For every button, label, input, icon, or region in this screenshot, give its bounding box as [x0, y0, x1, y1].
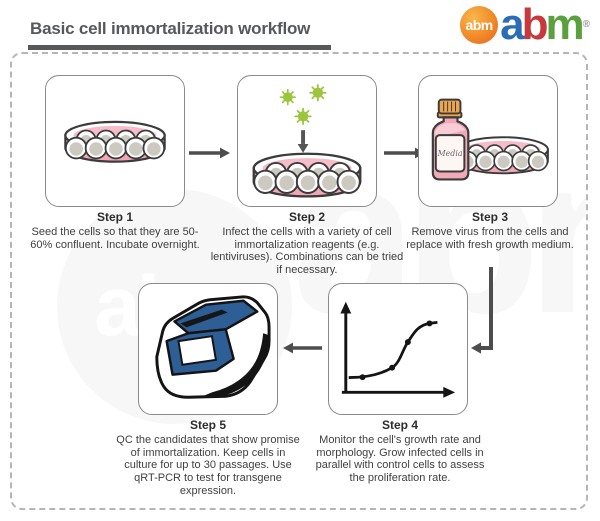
step-3-caption: Step 3 Remove virus from the cells and r… [400, 210, 580, 251]
growth-curve-chart [340, 301, 456, 398]
virus-icon [309, 84, 327, 102]
step-4-caption: Step 4 Monitor the cell's growth rate an… [310, 418, 490, 485]
step-3-title: Step 3 [471, 210, 508, 224]
registered-mark: ® [582, 19, 590, 30]
bottle-label: Media [437, 149, 463, 158]
abm-logo: abm abm® [460, 0, 590, 49]
qpcr-machine-illustration [155, 295, 271, 399]
step-2-panel [237, 75, 377, 207]
petri-dish-illustration [64, 120, 166, 163]
abm-logo-wordmark: abm® [500, 0, 590, 49]
virus-infection-illustration [252, 84, 362, 198]
media-bottle-illustration: Media [431, 98, 549, 181]
step-3-panel: Media [418, 75, 558, 207]
step-4-description: Monitor the cell's growth rate and morph… [315, 433, 485, 485]
step-5-description: QC the candidates that show promise of i… [116, 433, 300, 497]
step-4-panel [328, 283, 468, 415]
media-bottle-icon: Media [431, 98, 470, 181]
page-title: Basic cell immortalization workflow [30, 19, 311, 38]
machine-screen [177, 335, 218, 366]
step-1-panel [45, 75, 185, 207]
step-2-caption: Step 2 Infect the cells with a variety o… [210, 210, 404, 277]
step-5-panel [138, 283, 278, 415]
abm-badge-text: abm [465, 17, 493, 33]
step-3-description: Remove virus from the cells and replace … [406, 225, 574, 251]
step-1-description: Seed the cells so that they are 50-60% c… [30, 225, 200, 251]
step-4-title: Step 4 [381, 418, 418, 432]
data-points [359, 320, 433, 381]
virus-icon [279, 89, 296, 106]
virus-icon [294, 107, 312, 126]
step-2-description: Infect the cells with a variety of cell … [210, 225, 404, 277]
step-1-caption: Step 1 Seed the cells so that they are 5… [22, 210, 208, 251]
step-1-title: Step 1 [96, 210, 133, 224]
step-5-title: Step 5 [189, 418, 226, 432]
step-2-title: Step 2 [288, 210, 325, 224]
down-arrow-icon [297, 130, 309, 153]
abm-logo-badge-icon: abm [460, 6, 499, 44]
step-5-caption: Step 5 QC the candidates that show promi… [113, 418, 303, 498]
title-underline [28, 45, 331, 50]
